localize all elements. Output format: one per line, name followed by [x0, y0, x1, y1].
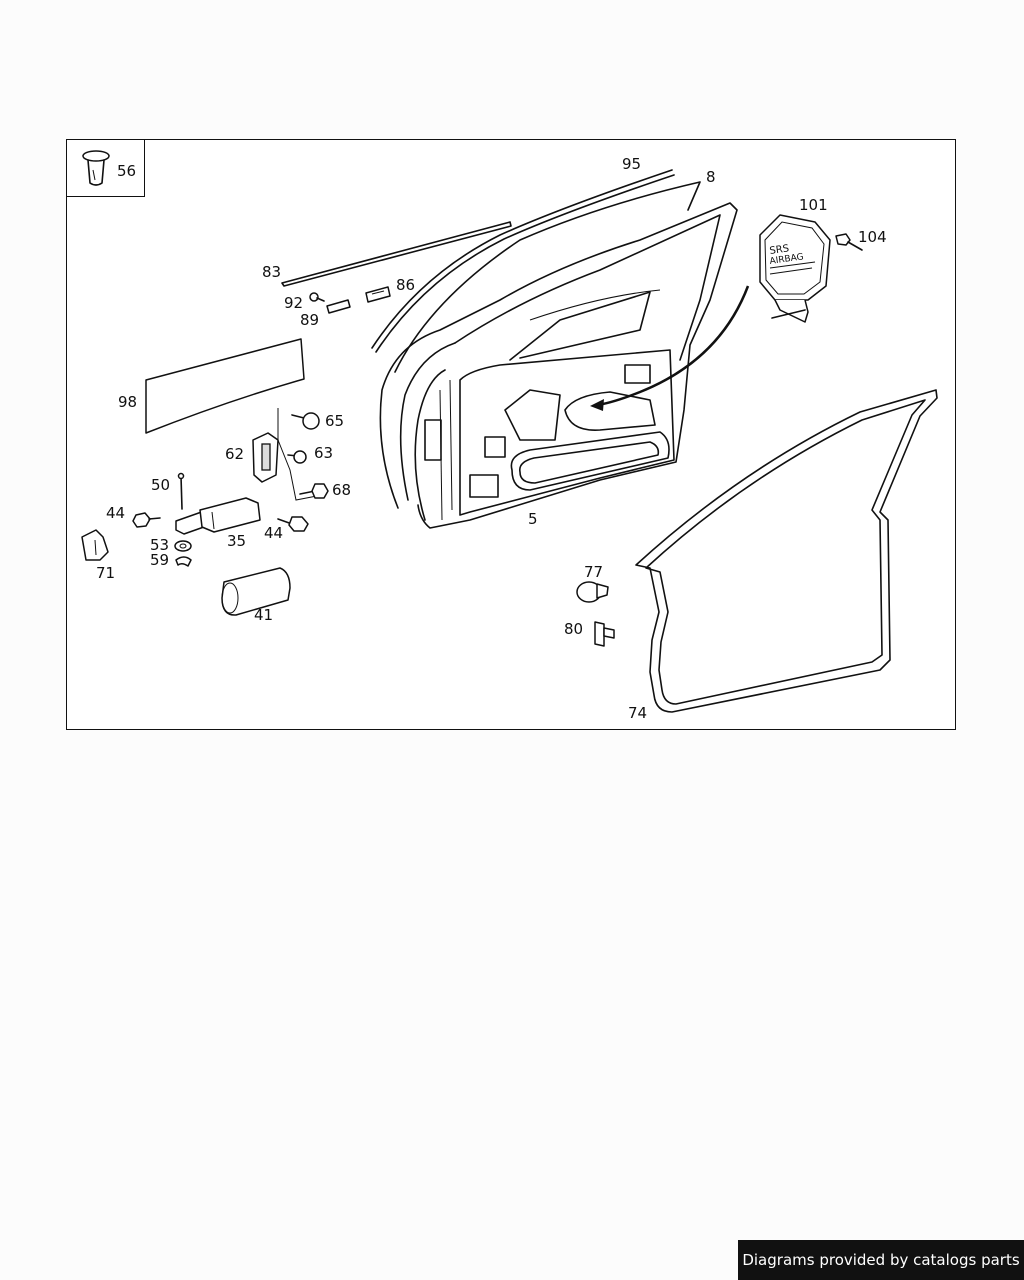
- part-101-airbag: [759, 214, 831, 323]
- label-92: 92: [284, 294, 303, 312]
- label-53: 53: [150, 536, 169, 554]
- label-71: 71: [96, 564, 115, 582]
- part-63-bolt: [287, 450, 307, 464]
- part-41-cover: [221, 567, 291, 616]
- label-56: 56: [117, 162, 136, 180]
- part-44-bolt-left: [132, 512, 161, 528]
- label-35: 35: [227, 532, 246, 550]
- label-80: 80: [564, 620, 583, 638]
- part-5-door-shell: [379, 202, 738, 529]
- label-68: 68: [332, 481, 351, 499]
- label-83: 83: [262, 263, 281, 281]
- hinge-bracket-outline: [277, 408, 323, 501]
- part-95-trim: [371, 169, 673, 349]
- part-65-bolt: [291, 412, 320, 430]
- label-74: 74: [628, 704, 647, 722]
- part-92-screw: [309, 292, 325, 302]
- part-44-bolt-right: [277, 516, 309, 532]
- label-101: 101: [799, 196, 828, 214]
- part-62-hinge: [252, 432, 279, 483]
- inset-box-part-56: [66, 139, 145, 197]
- label-41: 41: [254, 606, 273, 624]
- airbag-location-arrow: [597, 285, 750, 407]
- airbag-text-airbag: AIRBAG: [769, 252, 804, 267]
- part-35-door-check: [175, 497, 261, 535]
- part-98-membrane: [145, 338, 305, 434]
- part-8-frame-seal: [394, 181, 701, 373]
- part-56-clip: [82, 150, 110, 186]
- part-50-pin: [177, 472, 185, 510]
- part-77-clip: [576, 581, 609, 603]
- part-83-belt-strip: [281, 221, 512, 287]
- label-50: 50: [151, 476, 170, 494]
- part-86-clip: [365, 286, 391, 303]
- label-86: 86: [396, 276, 415, 294]
- label-59: 59: [150, 551, 169, 569]
- part-74-door-seal: [635, 389, 938, 713]
- label-104: 104: [858, 228, 887, 246]
- airbag-text-srs: SRS: [769, 243, 790, 257]
- part-80-clip: [594, 621, 615, 647]
- part-71-bracket: [81, 529, 109, 561]
- label-98: 98: [118, 393, 137, 411]
- part-53-washer: [174, 540, 192, 552]
- part-59-clip: [175, 556, 192, 567]
- label-63: 63: [314, 444, 333, 462]
- label-65: 65: [325, 412, 344, 430]
- label-77: 77: [584, 563, 603, 581]
- label-44-right: 44: [264, 524, 283, 542]
- footer-credit: Diagrams provided by catalogs parts: [738, 1240, 1024, 1280]
- label-5: 5: [528, 510, 538, 528]
- part-104-screw: [835, 233, 863, 251]
- label-95: 95: [622, 155, 641, 173]
- label-62: 62: [225, 445, 244, 463]
- part-68-bolt: [299, 483, 329, 499]
- label-89: 89: [300, 311, 319, 329]
- label-8: 8: [706, 168, 716, 186]
- label-44-left: 44: [106, 504, 125, 522]
- part-89-clip: [326, 299, 351, 314]
